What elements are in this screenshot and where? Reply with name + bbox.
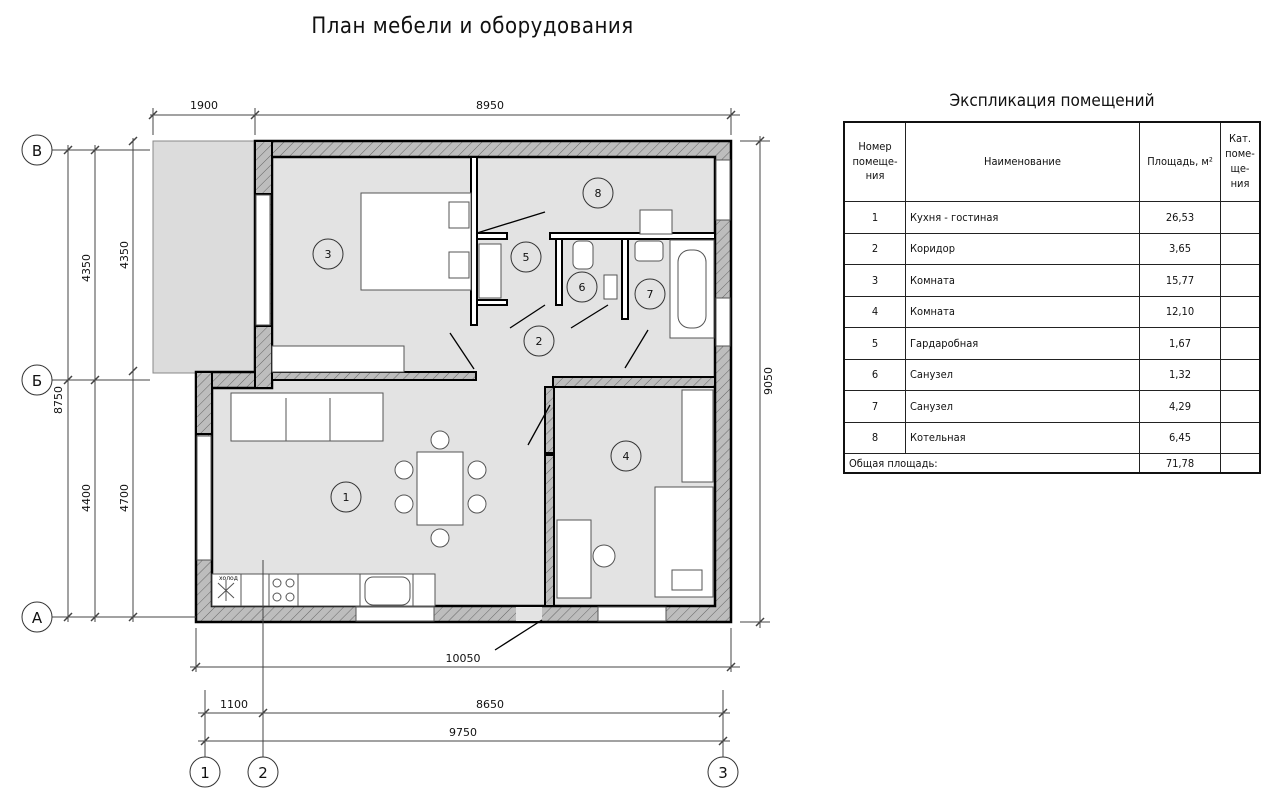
room-tag-7: 7 <box>647 288 654 301</box>
dim-bottom-total: 10050 <box>446 652 481 665</box>
total-label: Общая площадь: <box>843 453 1140 474</box>
room-category <box>1220 390 1261 423</box>
room-number: 2 <box>843 232 906 265</box>
total-category <box>1220 453 1261 474</box>
axis-v: В <box>32 142 42 160</box>
explication-table: Номер помеще- ния Наименование Площадь, … <box>843 121 1261 474</box>
room-number: 4 <box>843 295 906 328</box>
dim-left-upper-1: 4350 <box>80 254 93 282</box>
bath-sink <box>634 240 664 262</box>
dim-top-balcony: 1900 <box>190 99 218 112</box>
room-number: 7 <box>843 390 906 423</box>
room-category <box>1220 295 1261 328</box>
header-area: Площадь, м² <box>1139 121 1221 202</box>
interior-walls <box>271 156 716 607</box>
room-name: Котельная <box>905 421 1140 454</box>
room-category <box>1220 232 1261 265</box>
room-tag-4: 4 <box>623 450 630 463</box>
room-tag-5: 5 <box>523 251 530 264</box>
wardrobe-room-4 <box>681 389 714 483</box>
fridge-label: холод <box>219 575 238 582</box>
room-number: 1 <box>843 201 906 234</box>
room-tags <box>312 177 666 513</box>
boiler <box>639 209 673 235</box>
axis-2: 2 <box>258 764 268 782</box>
axis-3: 3 <box>718 764 728 782</box>
room-category <box>1220 264 1261 297</box>
total-row: Общая площадь: 71,78 <box>843 453 1261 474</box>
room-area: 15,77 <box>1139 264 1221 297</box>
header-category: Кат. поме- ще- ния <box>1220 121 1261 202</box>
room-name: Комната <box>905 264 1140 297</box>
axis-b: Б <box>32 372 42 390</box>
axis-markers <box>21 134 739 788</box>
room-area: 1,67 <box>1139 327 1221 360</box>
small-sink <box>603 274 618 300</box>
shelf-room-3 <box>271 345 405 373</box>
room-name: Гардаробная <box>905 327 1140 360</box>
dim-bottom-axes: 9750 <box>449 726 477 739</box>
room-tag-3: 3 <box>325 248 332 261</box>
room-area: 6,45 <box>1139 421 1221 454</box>
room-category <box>1220 358 1261 391</box>
dimension-lines <box>50 108 770 757</box>
doors <box>449 211 649 651</box>
room-name: Кухня - гостиная <box>905 201 1140 234</box>
sofa <box>230 392 384 442</box>
axis-a: А <box>32 609 43 627</box>
dining-table <box>416 451 464 526</box>
room-name: Коридор <box>905 232 1140 265</box>
balcony <box>152 140 256 374</box>
dim-left-total: 8750 <box>52 386 65 414</box>
sink <box>364 576 411 606</box>
axis-1: 1 <box>200 764 210 782</box>
room-category <box>1220 327 1261 360</box>
room-area: 3,65 <box>1139 232 1221 265</box>
desk <box>556 519 592 599</box>
dim-left-lower-1: 4400 <box>80 484 93 512</box>
room-category <box>1220 421 1261 454</box>
dim-left-upper-2: 4350 <box>118 241 131 269</box>
room-category <box>1220 201 1261 234</box>
room-tag-2: 2 <box>536 335 543 348</box>
wardrobe-5 <box>478 243 502 299</box>
dim-left-lower-2: 4700 <box>118 484 131 512</box>
room-area: 12,10 <box>1139 295 1221 328</box>
header-name: Наименование <box>905 121 1140 202</box>
dim-right-total: 9050 <box>762 367 775 395</box>
room-name: Санузел <box>905 390 1140 423</box>
room-area: 1,32 <box>1139 358 1221 391</box>
windows <box>196 159 731 622</box>
table-header: Номер помеще- ния Наименование Площадь, … <box>843 121 1261 202</box>
room-name: Санузел <box>905 358 1140 391</box>
dim-bottom-seg-1: 1100 <box>220 698 248 711</box>
dim-top-main: 8950 <box>476 99 504 112</box>
room-name: Комната <box>905 295 1140 328</box>
room-number: 8 <box>843 421 906 454</box>
drawing-title: План мебели и оборудования <box>311 14 634 39</box>
header-number: Номер помеще- ния <box>843 121 906 202</box>
room-area: 26,53 <box>1139 201 1221 234</box>
furniture <box>211 192 715 607</box>
explication-title: Экспликация помещений <box>949 91 1155 111</box>
toilet <box>572 240 594 270</box>
room-number: 6 <box>843 358 906 391</box>
room-number: 5 <box>843 327 906 360</box>
total-area: 71,78 <box>1139 453 1221 474</box>
room-area: 4,29 <box>1139 390 1221 423</box>
room-tag-1: 1 <box>343 491 350 504</box>
room-tag-6: 6 <box>579 281 586 294</box>
dim-bottom-seg-2: 8650 <box>476 698 504 711</box>
room-number: 3 <box>843 264 906 297</box>
floor-plan: холод 1 2 3 4 5 6 7 8 <box>21 99 775 788</box>
room-tag-8: 8 <box>595 187 602 200</box>
